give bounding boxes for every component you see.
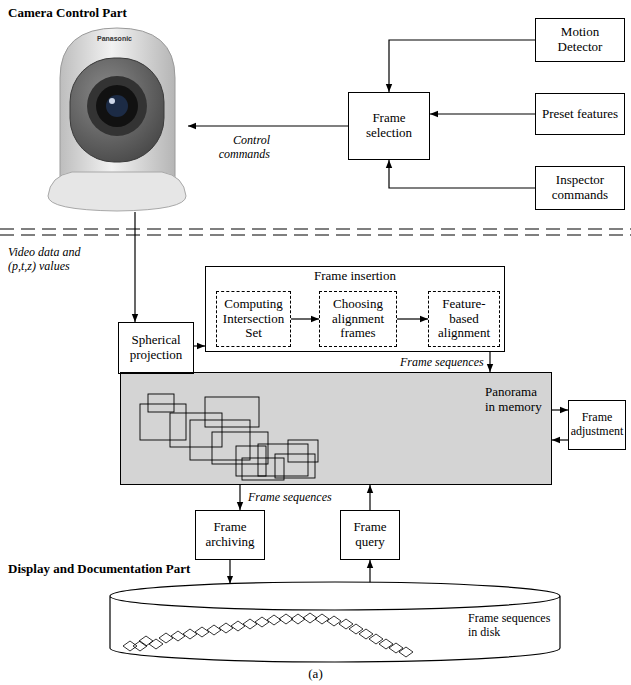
process-box: Frame adjustment [568, 400, 626, 450]
control-arrow [188, 125, 348, 126]
flow-arrow [291, 318, 319, 319]
separator-line [0, 234, 631, 235]
camera-illustration [48, 28, 186, 211]
flow-arrow [552, 439, 568, 440]
flow-arrow [239, 485, 240, 510]
flow-arrow [389, 40, 535, 92]
node-text: Computing Intersection Set [221, 297, 286, 342]
step-box: Choosing alignment frames [319, 291, 397, 347]
lens-ring [87, 76, 147, 136]
panorama-frames [140, 394, 318, 480]
part-title: Camera Control Part [8, 6, 127, 21]
edge-label: Frame sequences [400, 356, 484, 369]
node-text: Frame adjustment [571, 411, 624, 439]
disk-cylinder: Frame sequences in disk [110, 582, 560, 662]
brand-logo: Panasonic [97, 35, 132, 43]
flow-arrow [397, 318, 428, 319]
camera-head [70, 58, 164, 162]
step-box: Feature-based alignment [428, 291, 500, 347]
frame-rect [212, 432, 268, 464]
node-text: Frame query [345, 520, 395, 550]
flow-arrow [430, 113, 535, 114]
input-box: Preset features [535, 93, 625, 135]
node-text: Preset features [542, 107, 618, 122]
process-box: Frame selection [348, 92, 430, 160]
node-text: Spherical projection [123, 333, 189, 363]
node-text: Frame insertion [206, 267, 504, 284]
flow-arrow [389, 160, 535, 188]
flow-arrow [229, 560, 230, 584]
frame-rect [258, 444, 308, 476]
part-title: Display and Documentation Part [8, 562, 190, 577]
frame-chain [123, 613, 413, 657]
node-text: Frame selection [353, 111, 425, 141]
connector-group [194, 40, 568, 584]
figure-caption: (a) [0, 667, 631, 682]
node-text: Inspector commands [540, 173, 620, 203]
node-text: Frame archiving [200, 520, 260, 550]
node-text: Motion Detector [540, 25, 620, 55]
camera-yoke [60, 28, 175, 190]
process-box: Frame query [340, 510, 400, 560]
group-box: Frame insertionComputing Intersection Se… [205, 266, 505, 352]
camera-base [48, 172, 186, 211]
frame-rect [190, 420, 250, 460]
lens-highlight [109, 98, 115, 104]
frame-rect [288, 440, 318, 462]
step-box: Computing Intersection Set [216, 291, 291, 347]
lens-glass [106, 95, 128, 117]
arrow-label: Control commands [186, 134, 270, 162]
process-box: Spherical projection [118, 322, 194, 374]
panorama-fill [120, 372, 552, 485]
input-box: Motion Detector [535, 18, 625, 62]
flow-arrow [552, 409, 568, 410]
frame-rect [148, 394, 174, 412]
process-box: Frame archiving [195, 510, 265, 560]
arrow-label: Video data and (p,t,z) values [8, 246, 110, 274]
input-box: Inspector commands [535, 166, 625, 210]
frame-rect [236, 446, 266, 476]
frame-rect [140, 404, 186, 440]
frame-rect [242, 458, 284, 480]
node-text: Choosing alignment frames [324, 297, 392, 342]
flow-arrow [369, 560, 370, 582]
separator-line [0, 228, 631, 229]
lens [96, 85, 138, 127]
node-text: Frame sequences in disk [468, 612, 554, 640]
flow-arrow [489, 352, 490, 372]
flow-arrow [194, 345, 205, 346]
frame-rect [170, 413, 222, 447]
node-text: Feature-based alignment [433, 297, 495, 342]
panorama-band: Panorama in memory [120, 372, 552, 485]
node-text: Panorama in memory [485, 385, 547, 415]
edge-label: Frame sequences [248, 491, 332, 504]
disk-outline-path [110, 582, 560, 662]
flow-arrow [369, 485, 370, 510]
frame-rect [275, 454, 315, 478]
frame-rect [205, 397, 259, 427]
